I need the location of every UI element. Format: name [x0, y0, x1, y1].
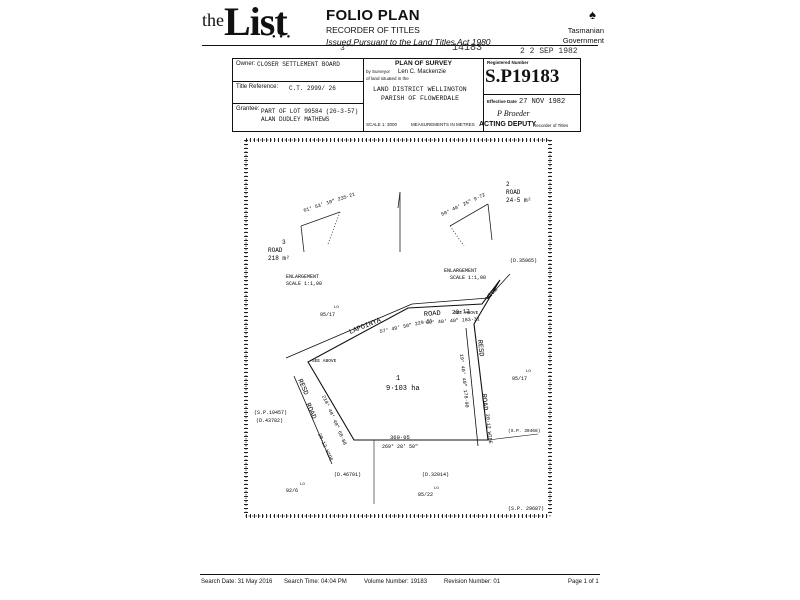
owner-label: Owner: [236, 61, 256, 67]
inset-left-road: ROAD [268, 247, 283, 254]
logo-the: the [202, 10, 224, 30]
folio-92-6: 92/6 [286, 488, 298, 494]
revision-number: Revision Number: 01 [444, 579, 501, 585]
inset-right-road: ROAD [506, 189, 521, 196]
page-title: FOLIO PLAN [326, 7, 420, 24]
surveyor-name: Len C. Mackenzie [398, 69, 447, 75]
road-right-word: ROAD [479, 393, 489, 411]
road-left-width: 20·12 WIDE [316, 432, 334, 462]
d46701-label: (D.46701) [334, 472, 361, 478]
acting-deputy: ACTING DEPUTY [479, 121, 537, 128]
see-above-left: SEE ABOVE [312, 358, 337, 364]
scan-mark-left: 3'' [340, 44, 355, 53]
road-top-word: ROAD [424, 310, 441, 319]
road-lapoinya: LAPOINYA [348, 316, 383, 336]
of-land-label: of land situated in the [366, 76, 409, 81]
footer: Search Date: 31 May 2016 Search Time: 04… [200, 574, 600, 591]
road-right-resd: RESD [475, 339, 485, 357]
recorder-label: Recorder of Titles [533, 123, 569, 128]
effective-label: Effective Date [487, 99, 517, 104]
lot-1-boundary [307, 279, 501, 441]
title-ref-value: C.T. 2999/ 26 [289, 85, 336, 92]
lot-number: 1 [396, 375, 400, 383]
page-indicator: Page 1 of 1 [568, 579, 599, 585]
enlargement-left-label: ENLARGEMENT [286, 274, 319, 280]
road-left-resd: RESD [295, 378, 309, 397]
folio-92-6-lo: LO [300, 483, 305, 487]
inset-right-bearing: 50° 40' 25" 9·72 [440, 192, 486, 218]
top-bearing2: 60° 40' 40" 183·31 [426, 316, 480, 326]
grantee-value1: PART OF LOT 99584 (26-3-57) [261, 108, 359, 115]
see-above-right: SEE ABOVE [454, 310, 479, 316]
survey-plan: 61° 53' 10" 235·21 3 ROAD 218 m² ENLARGE… [244, 138, 552, 518]
issued-note: Issued Pursuant to the Land Titles Act 1… [326, 37, 491, 47]
right-bearing: 19° 40' 40" 178·90 [458, 354, 470, 408]
enlargement-left-scale: SCALE 1:1,00 [286, 281, 322, 287]
logo-dots-icon: ● ● ● [272, 34, 292, 40]
sp30468-label: (S.P. 30468) [508, 428, 540, 434]
inset-left-area: 218 m² [268, 255, 290, 262]
logo-list: List [224, 0, 288, 44]
land-district: LAND DISTRICT WELLINGTON [373, 86, 467, 93]
title-ref-label: Title Reference: [236, 84, 279, 90]
sp29687-label: (S.P. 29687) [508, 506, 544, 512]
registered-label: Registered Number [487, 60, 529, 65]
scan-mark-mid: 14183 [452, 43, 483, 54]
by-surveyor-label: by Surveyor [366, 69, 391, 74]
search-date: Search Date: 31 May 2016 [201, 579, 273, 585]
date-stamp: 2 2 SEP 1982 [520, 47, 578, 56]
gov-line2: Government [562, 36, 604, 45]
road-edge-top [285, 303, 413, 359]
inset-right-num: 2 [506, 181, 510, 188]
grantee-value2: ALAN DUDLEY MATHEWS [261, 116, 330, 123]
parish: PARISH OF FLOWERDALE [381, 95, 460, 102]
enlargement-right-scale: SCALE 1:1,00 [450, 275, 486, 281]
road-width-top: 20·12 [452, 308, 471, 316]
plan-of-survey: PLAN OF SURVEY [395, 60, 452, 67]
owner-value: CLOSER SETTLEMENT BOARD [257, 61, 340, 68]
road-edge-right [465, 327, 479, 447]
bottom-bearing: 269° 28' 50" [382, 444, 418, 450]
gov-line1: Tasmanian [567, 26, 604, 35]
folio-85-22-lo: LO [434, 487, 439, 491]
road-right-width: 20·12 WIDE [484, 414, 493, 444]
folio-85-22: 85/22 [418, 492, 433, 498]
measurements: MEASUREMENTS IN METRES [411, 122, 475, 127]
volume-number: Volume Number: 19183 [364, 579, 428, 585]
folio-95-17-a: 95/17 [320, 312, 335, 318]
signature: P Broeder [497, 109, 530, 118]
effective-date: 27 NOV 1982 [519, 98, 566, 106]
tasmanian-government-logo: ♠ Tasmanian Government [562, 6, 606, 46]
sp-number: S.P19183 [485, 66, 560, 87]
road-edge-left [293, 375, 333, 465]
folio-95-17-a-lo: LO [334, 306, 339, 310]
search-time: Search Time: 04:04 PM [284, 579, 347, 585]
road-left-word: ROAD [303, 402, 317, 421]
enlargement-right-label: ENLARGEMENT [444, 268, 477, 274]
sp10457-label: (S.P.10457) [254, 410, 287, 416]
inset-right-area: 24·5 m² [506, 197, 531, 204]
enlargement-left [300, 211, 341, 253]
folio-95-17-b-lo: LO [526, 370, 531, 374]
title-block: Owner: CLOSER SETTLEMENT BOARD Title Ref… [232, 58, 581, 132]
bottom-length: 360·05 [390, 434, 410, 441]
d43782-label: (D.43782) [256, 418, 283, 424]
d35965-label: (D.35965) [510, 258, 537, 264]
scale: SCALE 1: 3000 [366, 122, 398, 127]
thelist-logo: the List ● ● ● [202, 0, 292, 44]
page-subtitle: RECORDER OF TITLES [326, 25, 420, 35]
devil-emblem-icon: ♠ [589, 7, 596, 22]
inset-left-bearing: 61° 53' 10" 235·21 [303, 192, 356, 214]
enlargement-right [449, 203, 493, 247]
inset-left-num: 3 [282, 239, 286, 246]
d32014-label: (D.32014) [422, 472, 449, 478]
header-divider [202, 45, 598, 46]
grantee-label: Grantee: [236, 106, 260, 112]
folio-95-17-b: 95/17 [512, 376, 527, 382]
lot-area: 9·103 ha [386, 385, 420, 393]
